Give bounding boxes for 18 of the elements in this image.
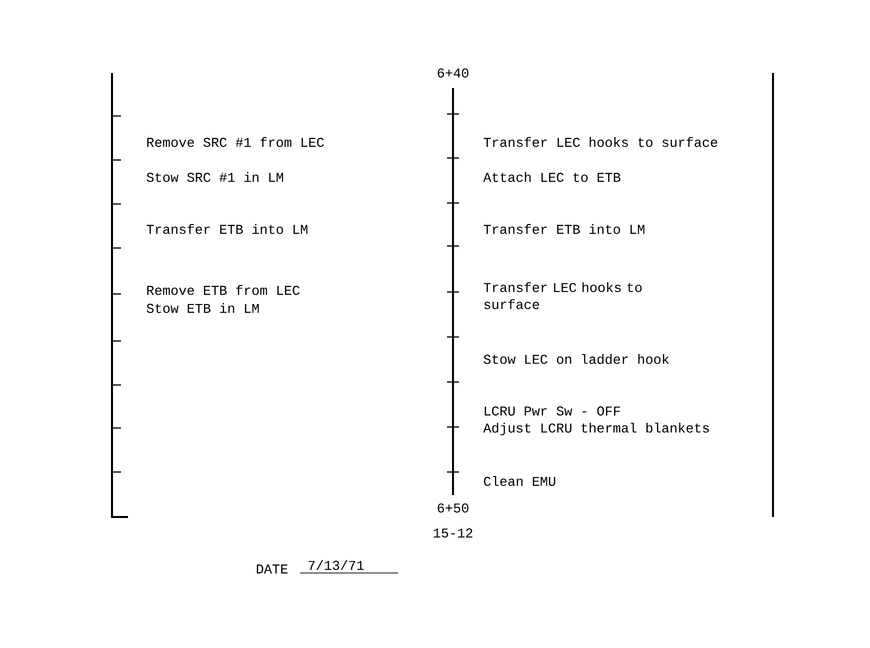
step-text: Stow LEC on ladder hook <box>484 354 669 364</box>
step-text: Remove ETB from LEC <box>147 285 300 295</box>
page-number: 15-12 <box>434 528 472 538</box>
time-label: 6+40 <box>438 68 468 78</box>
step-text: Transfer LEC hooks to surface <box>484 137 718 147</box>
step-text: LCRU Pwr Sw - OFF <box>484 406 620 416</box>
date-value: 7/13/71 <box>308 560 364 570</box>
step-text: Remove SRC #1 from LEC <box>147 137 324 147</box>
date-label: DATE <box>256 564 288 574</box>
step-text: Transfer ETB into LM <box>484 224 644 234</box>
step-text: Attach LEC to ETB <box>483 172 620 182</box>
step-text: Adjust LCRU thermal blankets <box>483 422 709 436</box>
step-text: Stow ETB in LM <box>146 303 259 313</box>
time-label: 6+50 <box>438 503 468 513</box>
step-text: Clean EMU <box>484 476 556 486</box>
step-text: Stow SRC #1 in LM <box>146 172 284 182</box>
step-text: Transfer ETB into LM <box>146 224 308 234</box>
step-text: Transfer LEC hooks to surface <box>484 282 642 310</box>
